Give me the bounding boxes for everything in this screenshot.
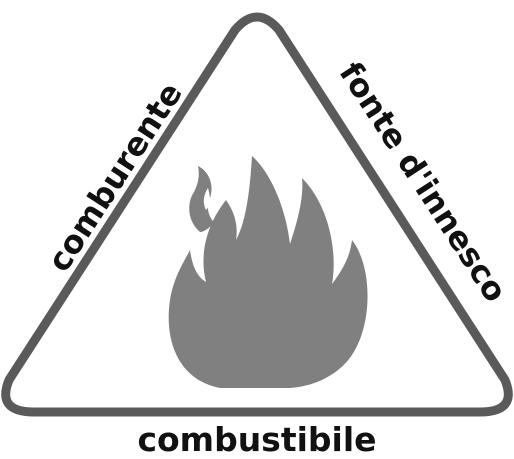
flame-icon	[168, 156, 368, 388]
left-side-label: comburente	[40, 76, 190, 279]
base-label: combustibile	[137, 420, 376, 459]
triangle-outline	[1, 12, 513, 417]
